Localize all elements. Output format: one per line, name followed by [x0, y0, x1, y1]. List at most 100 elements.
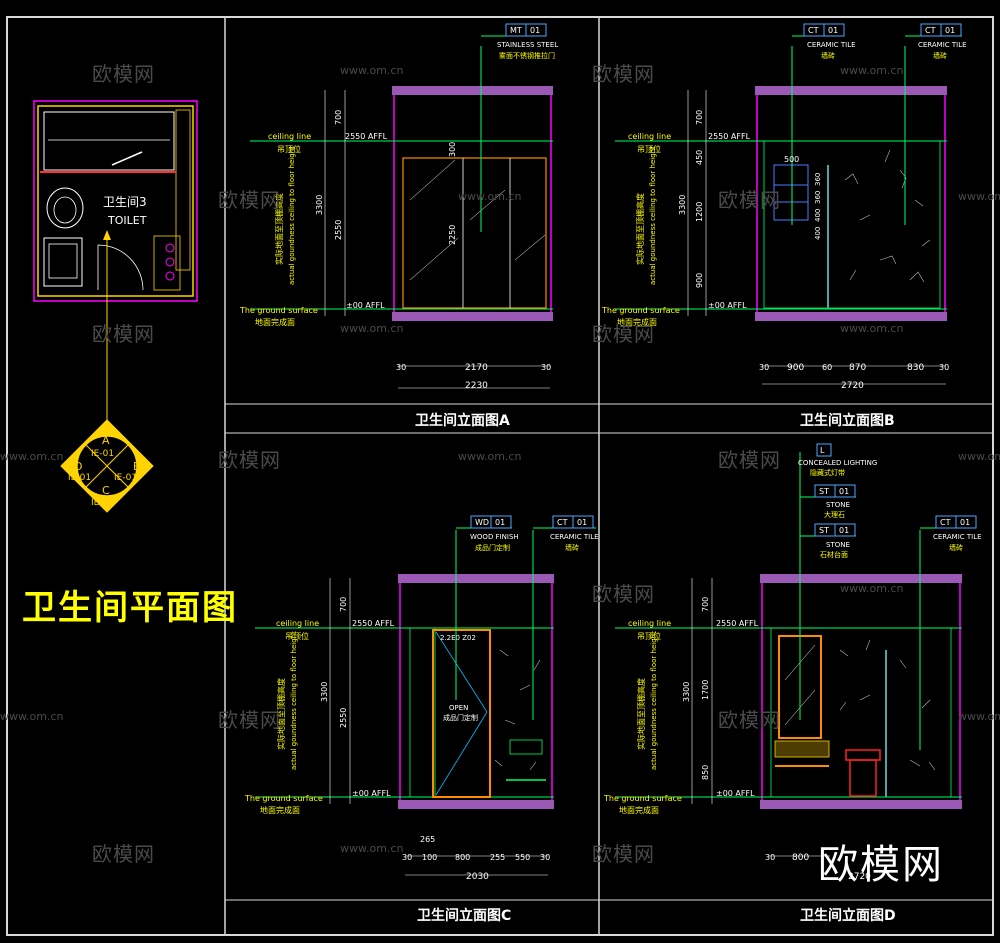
dim-v: 850: [701, 765, 710, 780]
toilet-seat: [53, 196, 77, 224]
tag-num: 01: [530, 26, 540, 35]
affl-bottom: ±00 AFFL: [708, 301, 747, 310]
ground-label: The ground surface: [239, 306, 318, 315]
dim-v: 2550: [339, 708, 348, 728]
dim-h: 100: [422, 853, 437, 862]
sliding-door-frame: [402, 157, 547, 309]
ceiling-line-label: ceiling line: [628, 132, 671, 141]
dim-h: 830: [907, 363, 924, 373]
door-swing: [97, 244, 144, 291]
affl-top: 2550 AFFL: [345, 132, 388, 141]
tag-code-box: [816, 443, 832, 457]
glass-hatch: [469, 189, 506, 221]
tag-material-cn: 墙砖: [933, 51, 947, 60]
plan-cabinet: [175, 109, 191, 271]
room-name: 卫生间3: [103, 195, 147, 209]
marble-veins: [494, 649, 541, 771]
marble-veins: [844, 149, 931, 283]
bathtub: [43, 111, 175, 171]
dim-h: 900: [787, 363, 804, 373]
dim-v: 700: [695, 110, 704, 125]
tag-code: CT: [557, 518, 568, 527]
stone-countertop: [774, 740, 830, 758]
index-code-c: IE-01: [91, 498, 114, 508]
tag-material-cn: 大理石: [824, 510, 845, 519]
affl-bottom: ±00 AFFL: [352, 789, 391, 798]
tag-material-en: STONE: [826, 501, 850, 509]
tag-material-cn: 墙砖: [565, 543, 579, 552]
dim-h: 2720: [848, 872, 871, 882]
dim-h: 30: [765, 853, 775, 862]
affl-top: 2550 AFFL: [708, 132, 751, 141]
elevation-a: MT 01 STAINLESS STEEL 雾面不锈钢推拉门 ceiling l…: [239, 23, 558, 391]
vanity-basin: [48, 243, 78, 279]
toilet-bowl: [46, 187, 84, 229]
tag-num: 01: [839, 526, 849, 535]
tag-code: CT: [940, 518, 951, 527]
ceiling-slab: [392, 86, 553, 95]
elevation-c-title: 卫生间立面图C: [417, 908, 512, 924]
dim-inner: 360: [814, 173, 822, 186]
glass-hatch: [514, 234, 546, 261]
watermark: 欧模网: [718, 708, 781, 732]
ground-label: The ground surface: [244, 794, 323, 803]
dim-v: 3300: [682, 682, 691, 702]
dim-h: 2170: [465, 363, 488, 373]
watermark: 欧模网: [592, 842, 655, 866]
plan-fixture: [165, 257, 175, 267]
ceiling-slab: [760, 574, 962, 583]
dim-h: 30: [541, 363, 551, 372]
plan-fixture: [165, 271, 175, 281]
plan-fixture: [165, 243, 175, 253]
tag-num-box: [823, 23, 845, 37]
plan-outer-wall: [33, 100, 198, 302]
ground-cn-label: 地面完成面: [619, 805, 659, 815]
height-note-cn: 实际地面至顶棚高度: [274, 193, 284, 265]
dim-inner: 400: [814, 209, 822, 222]
room-name-en: TOILET: [107, 214, 147, 227]
tag-num-box: [572, 515, 594, 529]
tag-material-en: CERAMIC TILE: [918, 41, 967, 49]
dim-h: 550: [515, 853, 530, 862]
tag-num-box: [525, 23, 547, 37]
index-label-b: B: [133, 460, 141, 473]
watermark-url: www.om.cn: [0, 450, 64, 463]
tag-code: CT: [925, 26, 936, 35]
watermark: 欧模网: [592, 322, 655, 346]
tag-num: 01: [945, 26, 955, 35]
index-label-c: C: [102, 484, 110, 497]
dim-v: 2550: [334, 220, 343, 240]
watermark-url: www.om.cn: [340, 842, 404, 855]
affl-bottom: ±00 AFFL: [346, 301, 385, 310]
niche-shelf: [773, 164, 809, 221]
elevation-index-symbol: A B C D IE-01 IE-01 IE-01 IE-01: [60, 419, 154, 513]
leader-arrow-icon: [103, 230, 111, 240]
ceiling-cn-label: 吊顶位: [637, 144, 661, 154]
dim-inner: 360: [814, 191, 822, 204]
watermark-url: www.om.cn: [840, 322, 904, 335]
index-code-a: IE-01: [91, 449, 114, 459]
tag-num: 01: [839, 487, 849, 496]
elevation-b: CT 01 CERAMIC TILE 墙砖 CT 01 CERAMIC TILE…: [601, 23, 967, 391]
tile-field: [763, 140, 941, 309]
watermark: 欧模网: [592, 62, 655, 86]
floor-slab: [392, 312, 553, 321]
dim-inner: 500: [784, 155, 799, 164]
dim-v: 700: [339, 597, 348, 612]
tag-num: 01: [495, 518, 505, 527]
height-note-cn: 实际地面至顶棚高度: [636, 678, 646, 750]
tag-code: WD: [475, 518, 489, 527]
side-panel: [409, 627, 436, 798]
watermark-url: www.om.cn: [340, 64, 404, 77]
tag-code: ST: [819, 487, 829, 496]
height-note-cn: 实际地面至顶棚高度: [635, 193, 645, 265]
height-note-en: actual goundness ceiling to floor height: [288, 146, 296, 285]
dim-h: 30: [540, 853, 550, 862]
watermark-url: www.om.cn: [458, 190, 522, 203]
tag-material-cn: 墙砖: [821, 51, 835, 60]
tag-material-en: STAINLESS STEEL: [497, 41, 558, 49]
ground-cn-label: 地面完成面: [617, 317, 657, 327]
dim-h: 2030: [466, 872, 489, 882]
tag-material-en: CERAMIC TILE: [807, 41, 856, 49]
